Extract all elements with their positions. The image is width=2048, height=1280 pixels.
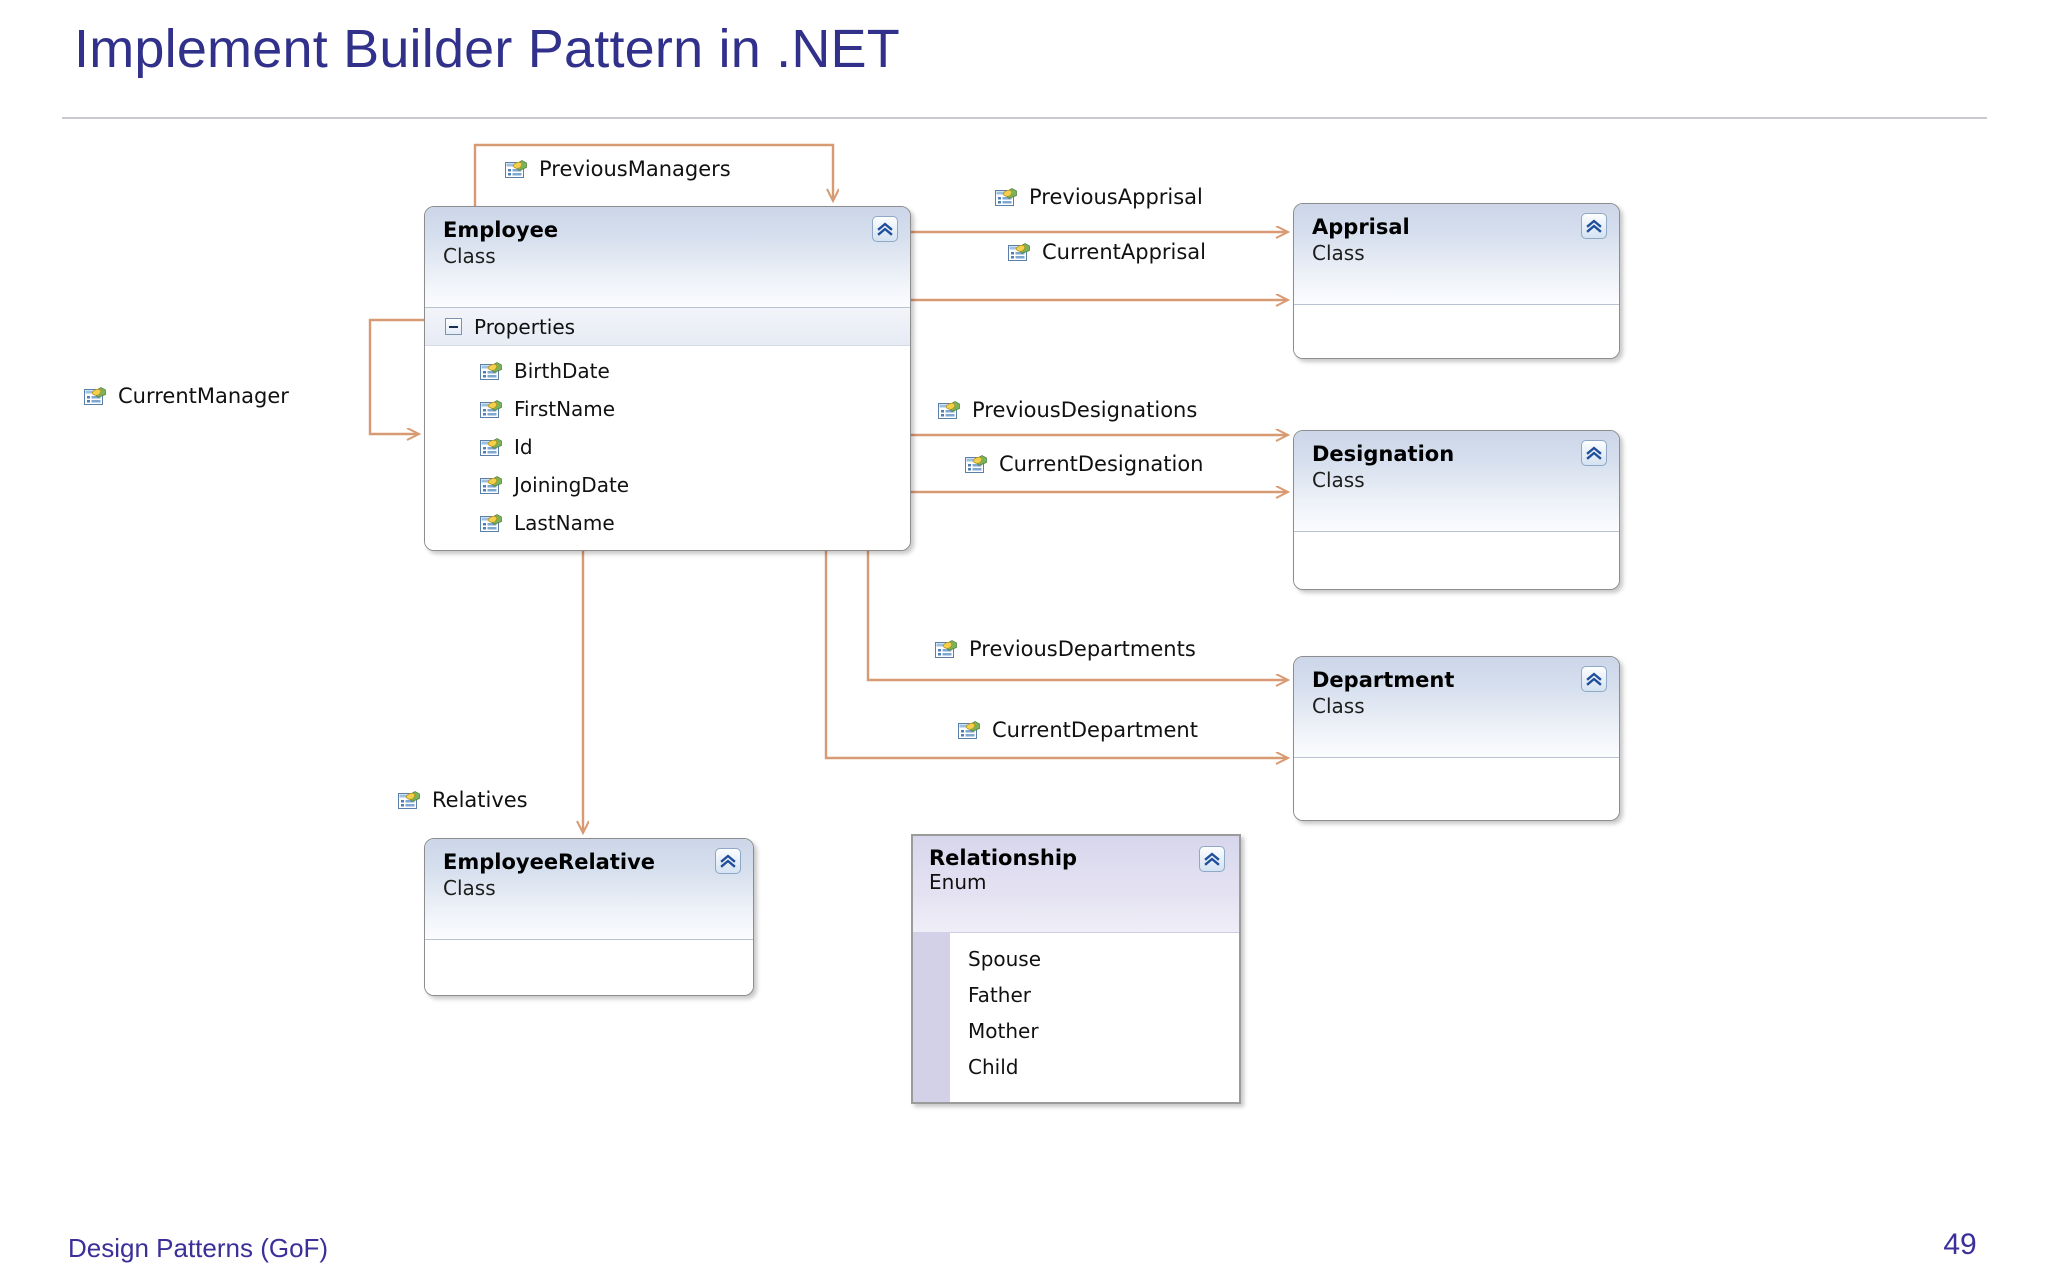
class-name: Department [1312,668,1455,692]
chevron-double-up-icon[interactable] [872,216,898,242]
chevron-double-up-icon[interactable] [1581,213,1607,239]
property-icon [965,454,987,474]
assoc-text: CurrentManager [118,384,289,408]
class-body: Properties [425,308,910,550]
chevron-double-up-icon[interactable] [1581,440,1607,466]
enum-item[interactable]: Father [968,983,1031,1007]
class-kind: Class [443,876,496,901]
uml-class-employee[interactable]: Employee Class Properties [424,206,911,551]
assoc-text: PreviousManagers [539,157,731,181]
section-label: Properties [474,314,576,339]
chevron-double-up-icon[interactable] [1581,666,1607,692]
member-row[interactable]: Id [425,428,910,466]
enum-body: Spouse Father Mother Child [950,932,1239,1102]
page-title: Implement Builder Pattern in .NET [74,19,900,79]
member-list: BirthDate [425,346,910,542]
member-label: BirthDate [514,359,610,383]
enum-item[interactable]: Mother [968,1019,1039,1043]
assoc-label-previous-managers: PreviousManagers [505,157,731,181]
assoc-text: PreviousDesignations [972,398,1198,422]
enum-name: Relationship [929,846,1078,870]
class-body [425,940,753,995]
member-row[interactable]: FirstName [425,390,910,428]
enum-kind: Enum [929,870,987,894]
member-label: FirstName [514,397,616,421]
assoc-text: CurrentDesignation [999,452,1204,476]
enum-item[interactable]: Spouse [968,947,1042,971]
title-divider [62,117,1987,119]
enum-item[interactable]: Child [968,1055,1019,1079]
property-icon [505,159,527,179]
assoc-label-current-apprisal: CurrentApprisal [1008,240,1206,264]
section-properties[interactable]: Properties [425,308,910,346]
assoc-label-current-manager: CurrentManager [84,384,289,408]
property-icon [398,790,420,810]
property-icon [935,639,957,659]
chevron-double-up-icon[interactable] [715,848,741,874]
property-icon [480,361,502,381]
assoc-label-current-department: CurrentDepartment [958,718,1198,742]
uml-class-designation[interactable]: Designation Class [1293,430,1620,590]
assoc-label-current-designation: CurrentDesignation [965,452,1203,476]
uml-enum-relationship[interactable]: Relationship Enum Spouse Father Mother C… [911,834,1241,1104]
assoc-text: PreviousDepartments [969,637,1196,661]
class-kind: Class [1312,694,1365,719]
class-body [1294,532,1619,589]
class-name: Employee [443,218,559,242]
property-icon [480,437,502,457]
assoc-text: PreviousApprisal [1029,185,1203,209]
property-icon [480,399,502,419]
property-icon [84,386,106,406]
class-header: Designation Class [1294,431,1619,532]
collapse-minus-icon[interactable] [445,318,462,335]
property-icon [480,475,502,495]
member-row[interactable]: LastName [425,504,910,542]
member-row[interactable]: JoiningDate [425,466,910,504]
property-icon [480,513,502,533]
property-icon [1008,242,1030,262]
member-label: JoiningDate [514,473,630,497]
class-kind: Class [1312,468,1365,493]
assoc-text: CurrentDepartment [992,718,1198,742]
class-body [1294,305,1619,358]
assoc-text: Relatives [432,788,528,812]
class-header: Department Class [1294,657,1619,758]
chevron-double-up-icon[interactable] [1199,846,1225,872]
class-body [1294,758,1619,820]
member-label: LastName [514,511,615,535]
slide-number: 49 [1943,1228,1977,1261]
property-icon [995,187,1017,207]
member-row[interactable]: BirthDate [425,352,910,390]
assoc-label-relatives: Relatives [398,788,528,812]
class-name: Designation [1312,442,1455,466]
property-icon [958,720,980,740]
property-icon [938,400,960,420]
class-header: EmployeeRelative Class [425,839,753,940]
class-name: EmployeeRelative [443,850,656,874]
class-name: Apprisal [1312,215,1410,239]
member-label: Id [514,435,533,459]
class-header: Apprisal Class [1294,204,1619,305]
assoc-label-previous-designations: PreviousDesignations [938,398,1197,422]
assoc-label-previous-departments: PreviousDepartments [935,637,1196,661]
enum-header: Relationship Enum [913,836,1239,932]
assoc-label-previous-apprisal: PreviousApprisal [995,185,1203,209]
uml-class-apprisal[interactable]: Apprisal Class [1293,203,1620,359]
footer-label: Design Patterns (GoF) [68,1233,329,1263]
class-kind: Class [443,244,496,269]
uml-class-employee-relative[interactable]: EmployeeRelative Class [424,838,754,996]
uml-class-department[interactable]: Department Class [1293,656,1620,821]
connector-current-manager [368,318,424,434]
class-header: Employee Class [425,207,910,308]
assoc-text: CurrentApprisal [1042,240,1207,264]
class-kind: Class [1312,241,1365,266]
